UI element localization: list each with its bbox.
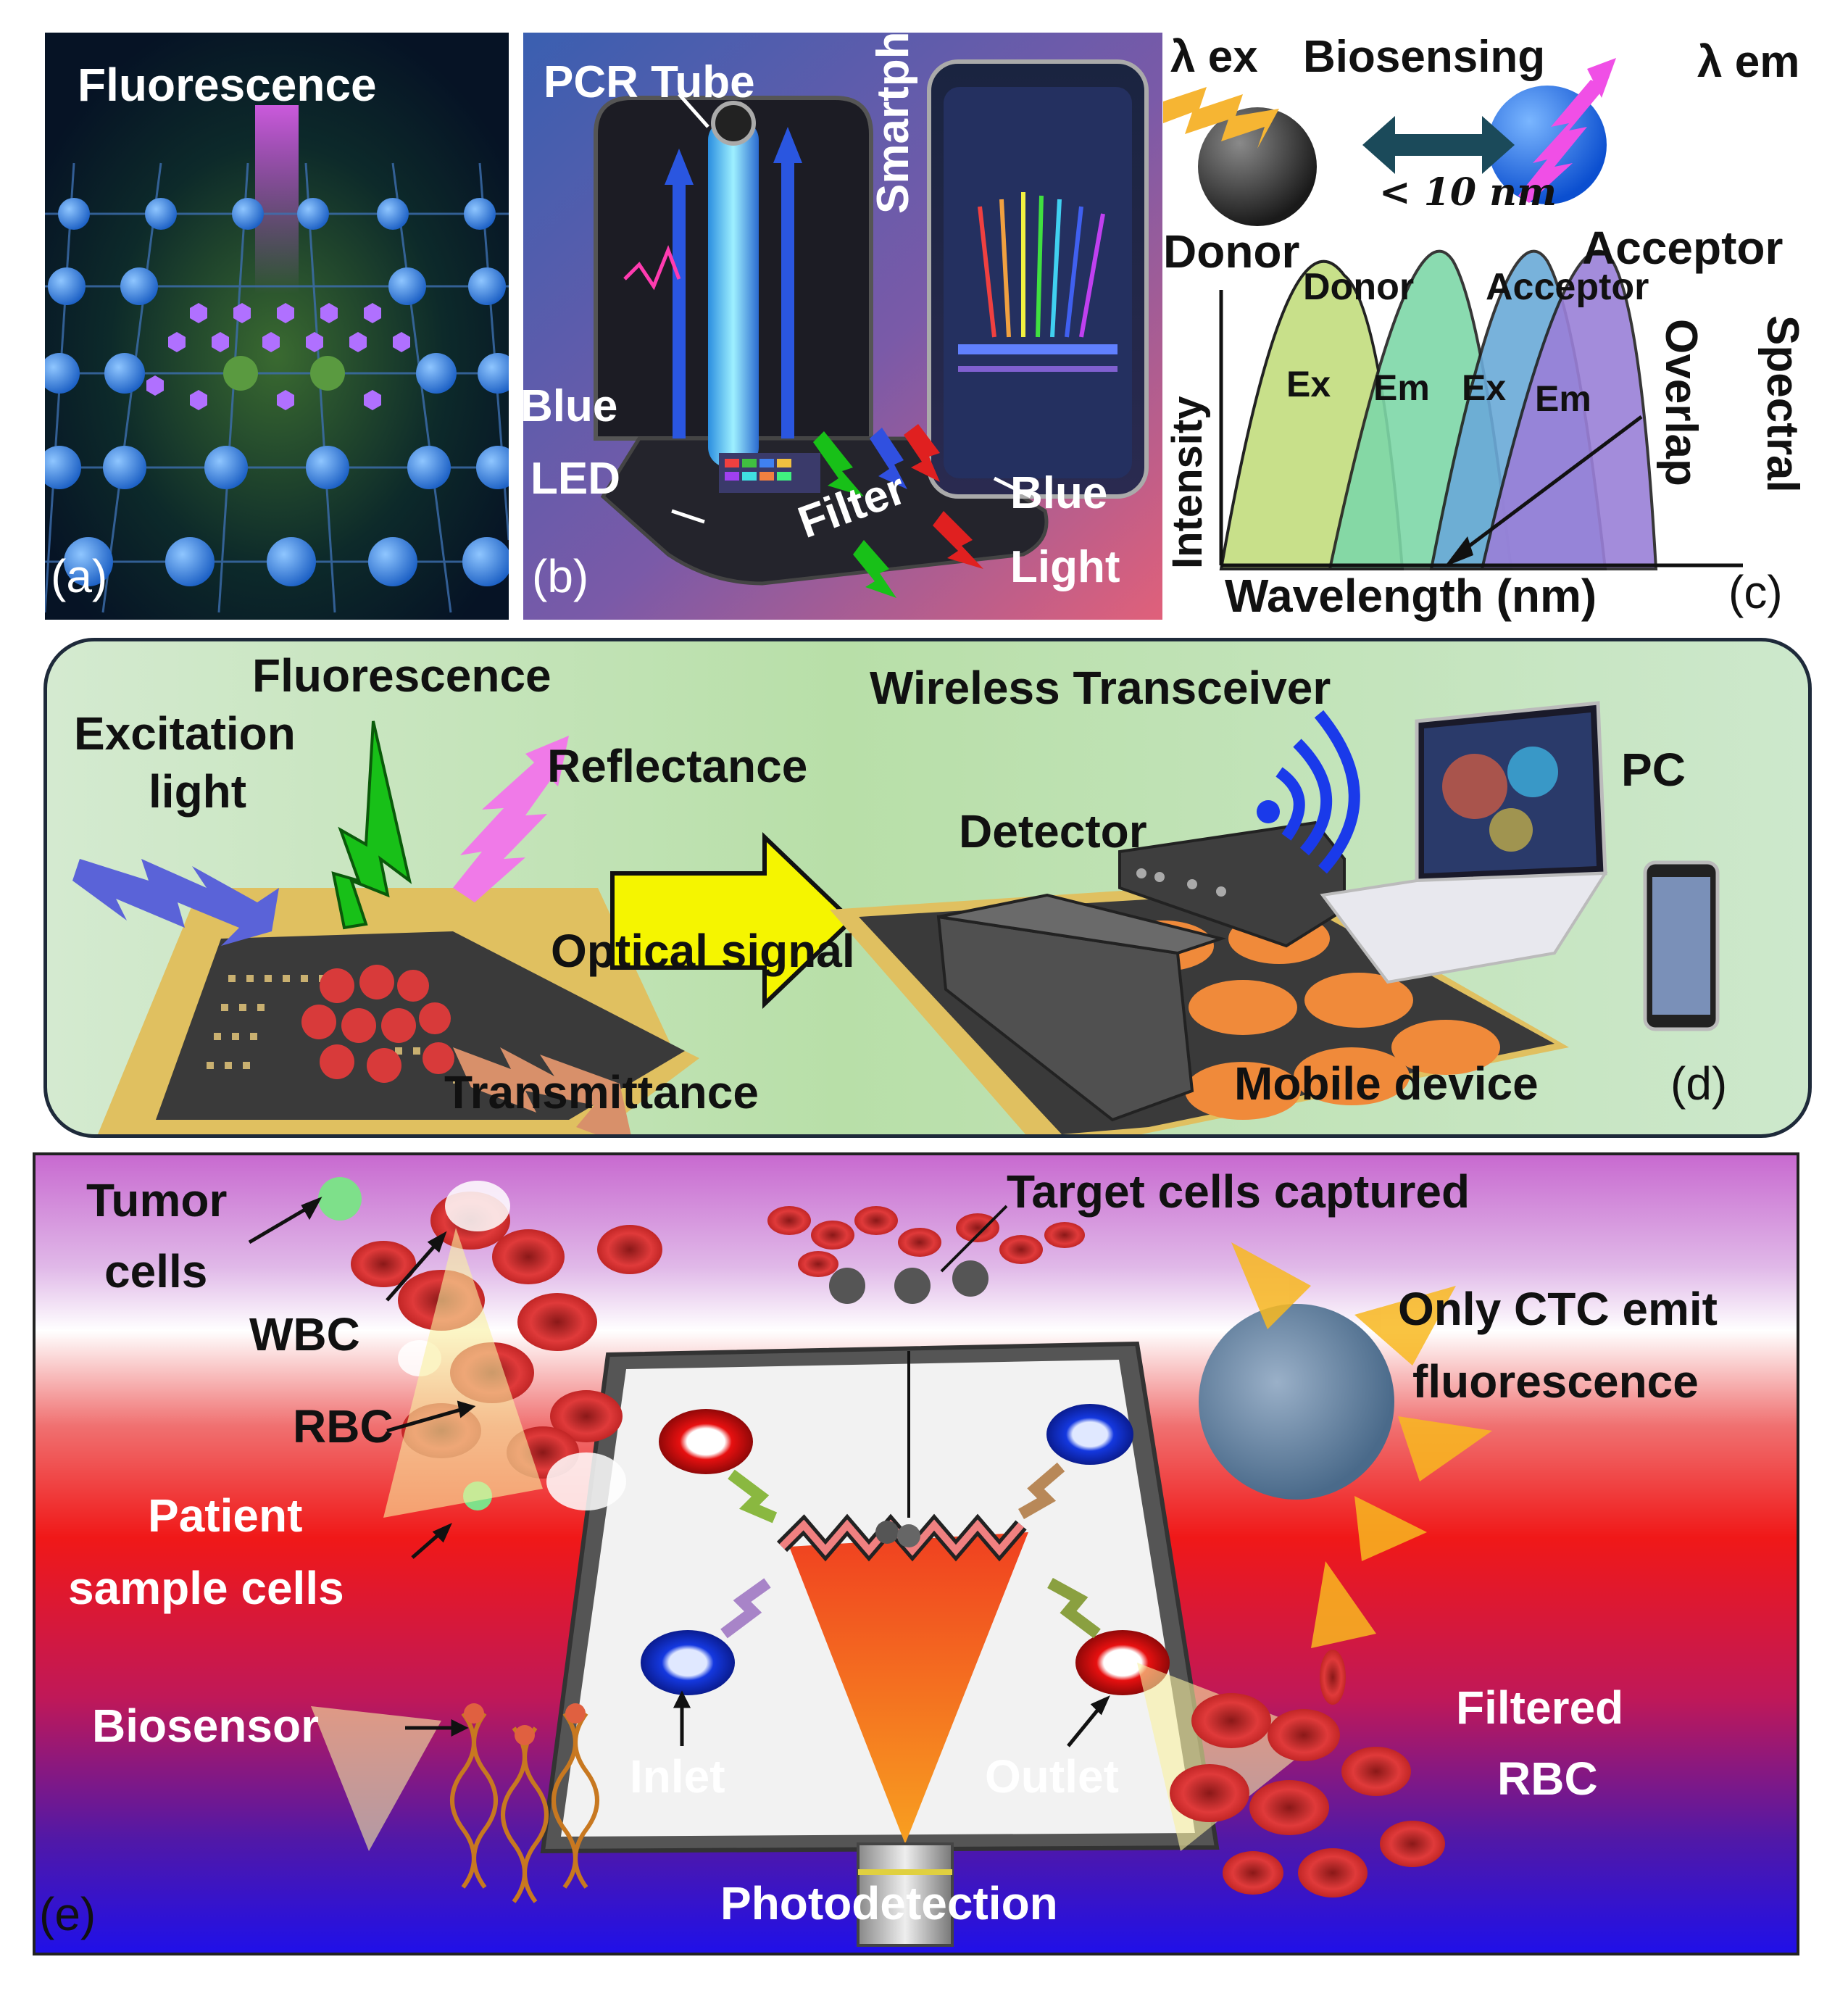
patient-sample-label-1: Patient: [148, 1489, 303, 1542]
donor-label: Donor: [1163, 225, 1300, 278]
pcr-tube-label: PCR Tube: [544, 57, 755, 107]
acceptor-em-label: Em: [1535, 378, 1591, 419]
filtered-rbc-label-2: RBC: [1497, 1753, 1598, 1805]
mobile-device-label: Mobile device: [1234, 1057, 1539, 1110]
transmittance-label: Transmittance: [444, 1066, 759, 1118]
fret-spectral-overlap-diagram: [1163, 58, 1743, 570]
panel-c: λ ex Biosensing λ em < 10 nm Donor Accep…: [1163, 29, 1830, 631]
wireless-transceiver-label: Wireless Transceiver: [870, 662, 1331, 714]
rbc-label: RBC: [293, 1400, 394, 1452]
wavelength-axis-label: Wavelength (nm): [1225, 570, 1597, 622]
panel-c-tag: (c): [1728, 566, 1783, 618]
distance-label: < 10 nm: [1379, 170, 1557, 215]
blue-light-label-2: Light: [1010, 542, 1120, 592]
donor-ex-label: Ex: [1286, 364, 1331, 404]
panel-a-tag: (a): [51, 550, 108, 602]
blue-light-label-1: Blue: [1010, 468, 1108, 518]
panel-b: PCR Tube Smartphone Blue LED Filter Blue…: [523, 33, 1162, 620]
lambda-ex-label: λ ex: [1170, 32, 1258, 82]
pc-label: PC: [1621, 744, 1686, 796]
acceptor-label: Acceptor: [1582, 222, 1784, 274]
biosensing-label: Biosensing: [1303, 32, 1546, 82]
optical-signal-label: Optical signal: [551, 925, 855, 977]
photodetection-label: Photodetection: [720, 1877, 1058, 1929]
outlet-label: Outlet: [985, 1750, 1119, 1803]
panel-e-tag: (e): [39, 1888, 96, 1940]
ctc-capture-microfluidic-illustration: [248, 1177, 1492, 1947]
panel-e: Tumor cells WBC RBC Patient sample cells…: [33, 1152, 1799, 1955]
panel-a: Fluorescence (a): [45, 33, 509, 620]
excitation-label-1: Excitation: [74, 707, 296, 760]
optical-biosensor-chip-illustration: [72, 701, 1720, 1134]
inlet-label: Inlet: [630, 1750, 725, 1803]
tumor-cells-label-1: Tumor: [86, 1174, 228, 1226]
fluorescence-label: Fluorescence: [252, 649, 552, 702]
target-cells-label: Target cells captured: [1007, 1165, 1470, 1218]
acceptor-spectrum-label: Acceptor: [1486, 266, 1649, 308]
ctc-emit-label-2: fluorescence: [1412, 1355, 1699, 1408]
panel-d-tag: (d): [1670, 1057, 1728, 1110]
biosensor-label: Biosensor: [92, 1700, 319, 1752]
graphene-lattice-illustration: [45, 33, 509, 620]
detector-label: Detector: [959, 805, 1147, 857]
donor-spectrum-label: Donor: [1303, 266, 1415, 308]
wbc-label: WBC: [249, 1308, 360, 1360]
smartphone-pcr-reader-illustration: [523, 33, 1162, 620]
tumor-cells-label-2: cells: [104, 1245, 208, 1297]
donor-em-label: Em: [1373, 367, 1430, 408]
overlap-label: Overlap: [1656, 319, 1706, 486]
spectral-label: Spectral: [1757, 315, 1807, 493]
panel-b-tag: (b): [532, 550, 589, 602]
ctc-emit-label-1: Only CTC emit: [1398, 1283, 1718, 1335]
panel-a-title: Fluorescence: [78, 59, 377, 111]
excitation-label-2: light: [149, 765, 247, 818]
patient-sample-label-2: sample cells: [68, 1562, 344, 1614]
filtered-rbc-label-1: Filtered: [1456, 1682, 1624, 1734]
intensity-axis-label: Intensity: [1164, 396, 1211, 570]
reflectance-label: Reflectance: [547, 740, 808, 792]
lambda-em-label: λ em: [1697, 37, 1800, 87]
panel-d: Fluorescence Excitation light Reflectanc…: [43, 638, 1812, 1138]
blue-led-label-2: LED: [530, 454, 620, 504]
acceptor-ex-label: Ex: [1462, 367, 1507, 408]
blue-led-label-1: Blue: [523, 381, 618, 431]
smartphone-label: Smartphone: [868, 33, 918, 214]
